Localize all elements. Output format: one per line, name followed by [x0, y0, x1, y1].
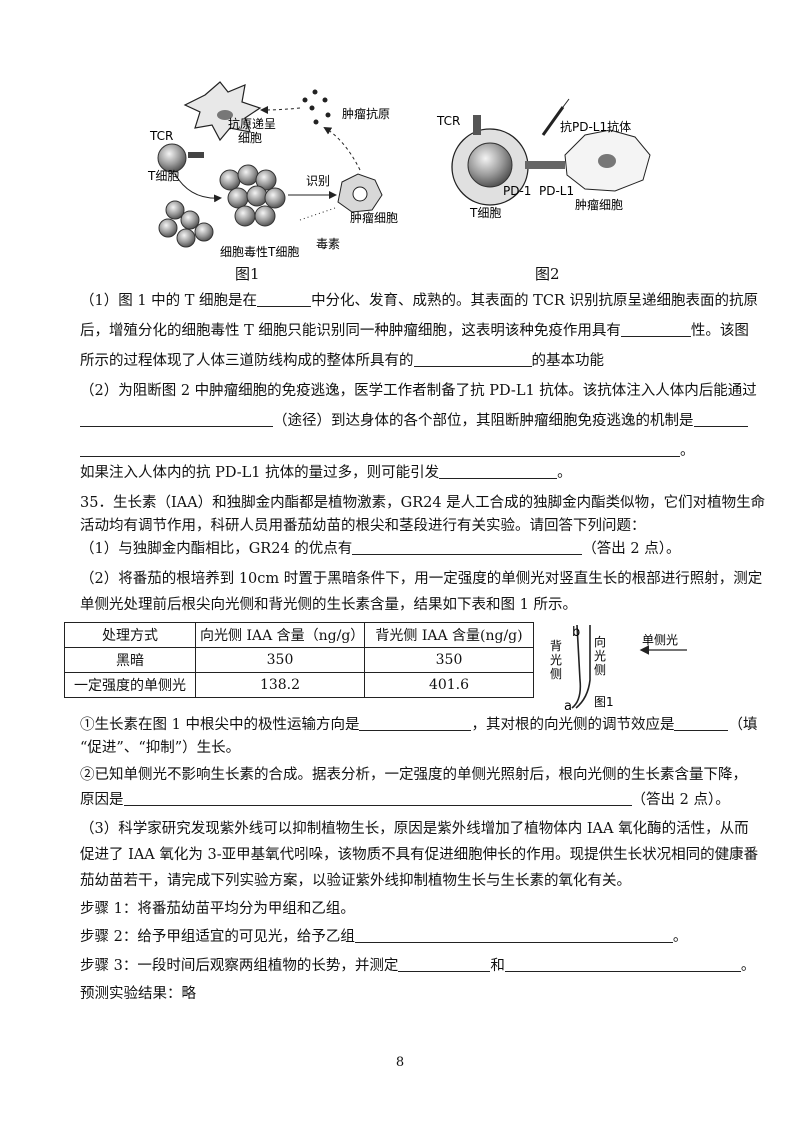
- arrow-tumor-to-antigen: [323, 126, 361, 171]
- light-label: 单侧光: [642, 633, 678, 647]
- toxin-dots: [299, 207, 336, 221]
- table-header-cell: 背光侧 IAA 含量(ng/g): [364, 622, 534, 648]
- table-row: 一定强度的单侧光 138.2 401.6: [64, 672, 534, 698]
- antibody-syringe: [541, 106, 565, 136]
- t-cell: [157, 143, 187, 173]
- pd1-pdl1-link: [525, 161, 565, 169]
- table-header-row: 处理方式 向光侧 IAA 含量（ng/g） 背光侧 IAA 含量(ng/g): [64, 622, 534, 648]
- figure-2-caption: 图2: [535, 265, 560, 283]
- tumor-antigen-dots: [302, 89, 331, 125]
- root-label-b: b: [572, 625, 580, 640]
- q35-step1: 步骤 1：将番茄幼苗平均分为甲组和乙组。: [80, 901, 355, 917]
- table-header-cell: 向光侧 IAA 含量（ng/g）: [195, 622, 365, 648]
- q35-p2-line2: 单侧光处理前后根尖向光侧和背光侧的生长素含量，结果如下表和图 1 所示。: [80, 597, 577, 613]
- q35-intro-line2: 活动均有调节作用，科研人员用番茄幼苗的根尖和茎段进行有关实验。请回答下列问题：: [80, 518, 646, 534]
- answer-blank[interactable]: [504, 956, 741, 972]
- q34-p1-line3: 所示的过程体现了人体三道防线构成的整体所具有的的基本功能: [80, 351, 604, 369]
- tumor-cell-label: 肿瘤细胞: [350, 210, 398, 225]
- arrow-antigen-to-apc: [260, 105, 301, 114]
- figure-1-immune-diagram: 抗原递呈 细胞 TCR T细胞 肿瘤抗原 识别 肿瘤细胞 毒素 细胞毒性T细胞: [147, 81, 398, 259]
- q34-p2-line1: （2）为阻断图 2 中肿瘤细胞的免疫逃逸，医学工作者制备了抗 PD-L1 抗体。…: [80, 383, 757, 399]
- towardlight-label: 向 光 侧: [594, 634, 606, 677]
- answer-blank[interactable]: [352, 539, 583, 555]
- figure-1-caption: 图1: [235, 265, 260, 283]
- q35-step3: 步骤 3：一段时间后观察两组植物的长势，并测定和。: [80, 956, 756, 974]
- table-cell: 黑暗: [64, 647, 196, 673]
- root-phototropism-figure: b a 背 光 侧 向 光 侧 单侧光 图1: [550, 624, 687, 712]
- recognize-label: 识别: [306, 174, 330, 188]
- answer-blank[interactable]: [359, 715, 472, 731]
- page-number: 8: [395, 1055, 405, 1070]
- apc-label: 抗原递呈: [228, 116, 276, 131]
- pdl1-label: PD-L1: [539, 184, 574, 198]
- tcr-receptor: [188, 152, 204, 158]
- q35-p3-line3: 茄幼苗若干，请完成下列实验方案，以验证紫外线抑制植物生长与生长素的氧化有关。: [80, 873, 631, 889]
- q35-p3-line2: 促进了 IAA 氧化为 3-亚甲基氧代吲哚，该物质不具有促进细胞伸长的作用。现提…: [80, 847, 759, 863]
- towardlight-char-3: 侧: [594, 663, 606, 677]
- tcr-label: TCR: [149, 129, 173, 143]
- antibody-label: 抗PD-L1抗体: [560, 119, 631, 134]
- backlight-char-1: 背: [550, 639, 562, 653]
- answer-blank[interactable]: [620, 321, 691, 337]
- arrow-tcell-to-ctl: [174, 173, 222, 203]
- ctl-label: 细胞毒性T细胞: [220, 245, 299, 259]
- ctl-cluster: [158, 164, 286, 248]
- q35-p3-line1: （3）科学家研究发现紫外线可以抑制植物生长，原因是紫外线增加了植物体内 IAA …: [80, 821, 749, 837]
- q35-p2-line1: （2）将番茄的根培养到 10cm 时置于黑暗条件下，用一定强度的单侧光对竖直生长…: [80, 571, 763, 587]
- toxin-label: 毒素: [316, 237, 340, 251]
- table-cell: 138.2: [195, 672, 365, 698]
- table-row: 黑暗 350 350: [64, 647, 534, 673]
- q34-p2-line4: 如果注入人体内的抗 PD-L1 抗体的量过多，则可能引发。: [80, 463, 572, 481]
- q35-predict: 预测实验结果：略: [80, 986, 196, 1002]
- q35-s1-line1: ①生长素在图 1 中根尖中的极性运输方向是，其对根的向光侧的调节效应是（填: [80, 715, 758, 733]
- iaa-table: 处理方式 向光侧 IAA 含量（ng/g） 背光侧 IAA 含量(ng/g) 黑…: [64, 622, 534, 698]
- backlight-char-3: 侧: [550, 667, 562, 681]
- answer-blank[interactable]: [123, 790, 632, 806]
- tcell-label-2: T细胞: [469, 206, 501, 220]
- towardlight-char-1: 向: [594, 634, 606, 649]
- table-cell: 一定强度的单侧光: [64, 672, 196, 698]
- towardlight-char-2: 光: [594, 649, 606, 663]
- table-cell: 350: [364, 647, 534, 673]
- backlight-label: 背 光 侧: [550, 639, 562, 681]
- apc-nucleus: [217, 110, 233, 120]
- pd1-label: PD-1: [503, 184, 531, 198]
- answer-blank[interactable]: [674, 715, 729, 731]
- root-outline: [571, 624, 591, 709]
- tcr-receptor-2: [473, 115, 481, 135]
- q35-s1-line2: “促进”、“抑制”）生长。: [80, 740, 241, 756]
- tcr-label-2: TCR: [436, 114, 460, 128]
- answer-blank[interactable]: [693, 411, 748, 427]
- root-label-a: a: [564, 699, 572, 712]
- answer-blank[interactable]: [354, 927, 673, 943]
- root-figure-caption: 图1: [594, 695, 614, 709]
- q35-p1: （1）与独脚金内酯相比，GR24 的优点有（答出 2 点）。: [80, 539, 681, 557]
- answer-blank[interactable]: [439, 463, 558, 479]
- answer-blank[interactable]: [413, 351, 532, 367]
- answer-blank[interactable]: [257, 291, 312, 307]
- q34-p2-line2: （途径）到达身体的各个部位，其阻断肿瘤细胞免疫逃逸的机制是: [80, 410, 748, 432]
- backlight-char-2: 光: [550, 653, 562, 667]
- tumor-antigen-label: 肿瘤抗原: [342, 106, 390, 121]
- table-header-cell: 处理方式: [64, 622, 196, 648]
- table-cell: 350: [195, 647, 365, 673]
- q35-intro-line1: 35．生长素（IAA）和独脚金内酯都是植物激素，GR24 是人工合成的独脚金内酯…: [80, 495, 766, 511]
- q34-p1-line1: （1）图 1 中的 T 细胞是在中分化、发育、成熟的。其表面的 TCR 识别抗原…: [80, 291, 758, 309]
- figure-2-pd1-diagram: TCR 抗PD-L1抗体 PD-1 PD-L1 T细胞 肿瘤细胞: [436, 98, 651, 220]
- q35-s2-line2: 原因是（答出 2 点）。: [80, 790, 730, 808]
- apc-label-2: 细胞: [238, 131, 262, 145]
- table-cell: 401.6: [364, 672, 534, 698]
- answer-blank[interactable]: [80, 411, 273, 427]
- answer-blank[interactable]: [398, 956, 491, 972]
- q34-p2-line3: 。: [80, 440, 695, 462]
- answer-blank[interactable]: [80, 441, 680, 457]
- q35-s2-line1: ②已知单侧光不影响生长素的合成。据表分析，一定强度的单侧光照射后，根向光侧的生长…: [80, 767, 747, 783]
- q35-step2: 步骤 2：给予甲组适宜的可见光，给予乙组。: [80, 927, 688, 945]
- tcell-label: T细胞: [147, 169, 179, 183]
- q34-p1-line2: 后，增殖分化的细胞毒性 T 细胞只能识别同一种肿瘤细胞，这表明该种免疫作用具有性…: [80, 321, 749, 339]
- tumor-cell-label-2: 肿瘤细胞: [575, 197, 623, 212]
